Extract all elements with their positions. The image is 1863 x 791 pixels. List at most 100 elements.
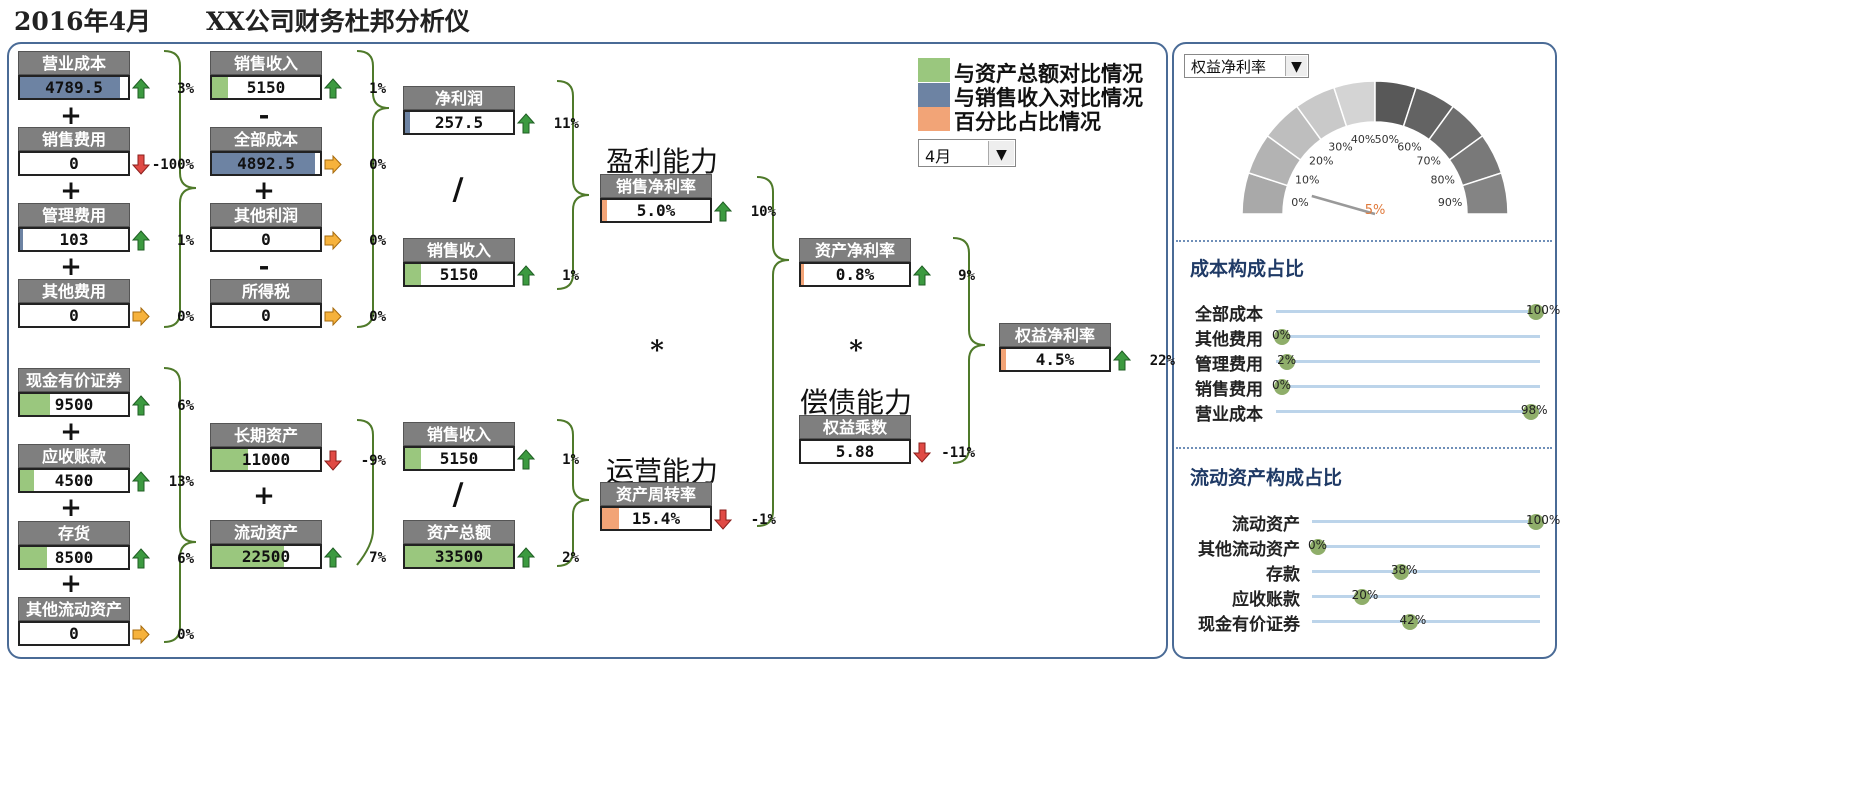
node-label: 存货 [18,521,130,545]
chart-row-label: 流动资产 [1232,515,1300,535]
node-fill-bar [212,546,285,567]
node-change-pct: 1% [369,81,386,97]
chart-row-label: 管理费用 [1195,355,1263,375]
arrow-up-icon [131,471,151,492]
chart-row-track [1312,520,1540,523]
asset-chart-title: 流动资产构成占比 [1190,467,1343,489]
multiply-operator: * [650,336,664,366]
node-value: 257.5 [434,113,484,132]
node-value: 0.8% [835,265,875,284]
chart-row-dot [1353,589,1370,605]
node-value-box: 11000 [210,447,322,472]
node-value: 0 [261,306,271,325]
chart-row-value: 100% [1526,303,1561,317]
node-value-box: 4789.5 [18,75,130,100]
legend-label-percent: 百分比占比情况 [954,109,1101,134]
node-change-pct: 0% [369,233,386,249]
node-value: 103 [59,230,89,249]
divider [1176,447,1552,449]
node-label: 销售收入 [210,51,322,75]
node-change-pct: -9% [360,453,386,469]
chart-row-value: 98% [1520,403,1548,417]
node-value: 11000 [241,450,291,469]
node-change-pct: 6% [177,551,194,567]
chart-row-track [1312,570,1540,573]
node-label: 销售净利率 [600,174,712,198]
gauge-tick-label: 50% [1375,133,1399,146]
plus-operator: + [60,569,82,599]
node-change-pct: -11% [941,445,975,461]
node-value: 9500 [54,395,94,414]
gauge-chart: 0%10%20%30%40%50%60%70%80%90%5% [1241,80,1509,218]
cost-chart-title: 成本构成占比 [1190,258,1305,280]
node-value: 4500 [54,471,94,490]
node-label: 其他流动资产 [18,597,130,621]
arrow-down-icon [912,442,932,463]
gauge-metric-select[interactable]: 权益净利率 ▼ [1184,54,1309,78]
node-label: 销售收入 [403,238,515,262]
node-change-pct: -100% [151,157,194,173]
node-fill-bar [801,264,805,285]
divide-operator: / [452,477,464,512]
node-value-box: 4892.5 [210,151,322,176]
node-fill-bar [405,448,422,469]
arrow-up-icon [131,548,151,569]
legend-swatch-sales [918,83,950,107]
node-op-cost: 营业成本 4789.5 [18,51,130,100]
chart-row-label: 全部成本 [1195,305,1263,325]
chart-row-label: 存款 [1266,565,1300,585]
node-label: 现金有价证券 [18,368,130,392]
node-change-pct: 3% [177,81,194,97]
node-value: 5.0% [636,201,676,220]
divider [1176,240,1552,242]
node-change-pct: 13% [168,474,194,490]
month-select[interactable]: 4月 ▼ [918,139,1016,167]
chevron-down-icon[interactable]: ▼ [1285,56,1307,76]
node-fill-bar [405,546,513,567]
arrow-down-icon [131,154,151,175]
node-change-pct: 0% [369,157,386,173]
node-value-box: 0 [18,303,130,328]
node-label: 权益乘数 [799,415,911,439]
arrow-up-icon [131,78,151,99]
chart-row-dot [1274,329,1290,345]
node-value-box: 5150 [403,446,515,471]
node-label: 营业成本 [18,51,130,75]
section-debt: 偿债能力 [800,386,913,419]
legend-swatch-assets [918,58,950,82]
node-value: 0 [261,230,271,249]
chart-row-track [1312,595,1540,598]
gauge-tick-label: 40% [1351,133,1375,146]
chevron-down-icon[interactable]: ▼ [988,141,1014,165]
plus-operator: + [253,176,275,206]
month-select-value: 4月 [925,147,952,166]
chart-row-value: 2% [1277,353,1297,367]
node-value-box: 33500 [403,544,515,569]
chart-row-dot [1274,379,1290,395]
gauge-value-label: 5% [1365,203,1386,218]
node-change-pct: 1% [562,268,579,284]
node-fill-bar [212,153,315,174]
node-label: 资产周转率 [600,482,712,506]
divide-operator: / [452,172,464,207]
report-date: 2016年4月 [14,7,151,36]
node-change-pct: 11% [553,116,579,132]
legend-label-assets: 与资产总额对比情况 [954,61,1143,86]
chart-row-value: 0% [1272,328,1292,342]
arrow-up-icon [912,265,932,286]
legend-label-sales: 与销售收入对比情况 [954,85,1143,110]
chart-row-label: 营业成本 [1195,405,1263,425]
chart-row-track [1312,620,1540,623]
node-value: 4789.5 [45,78,103,97]
